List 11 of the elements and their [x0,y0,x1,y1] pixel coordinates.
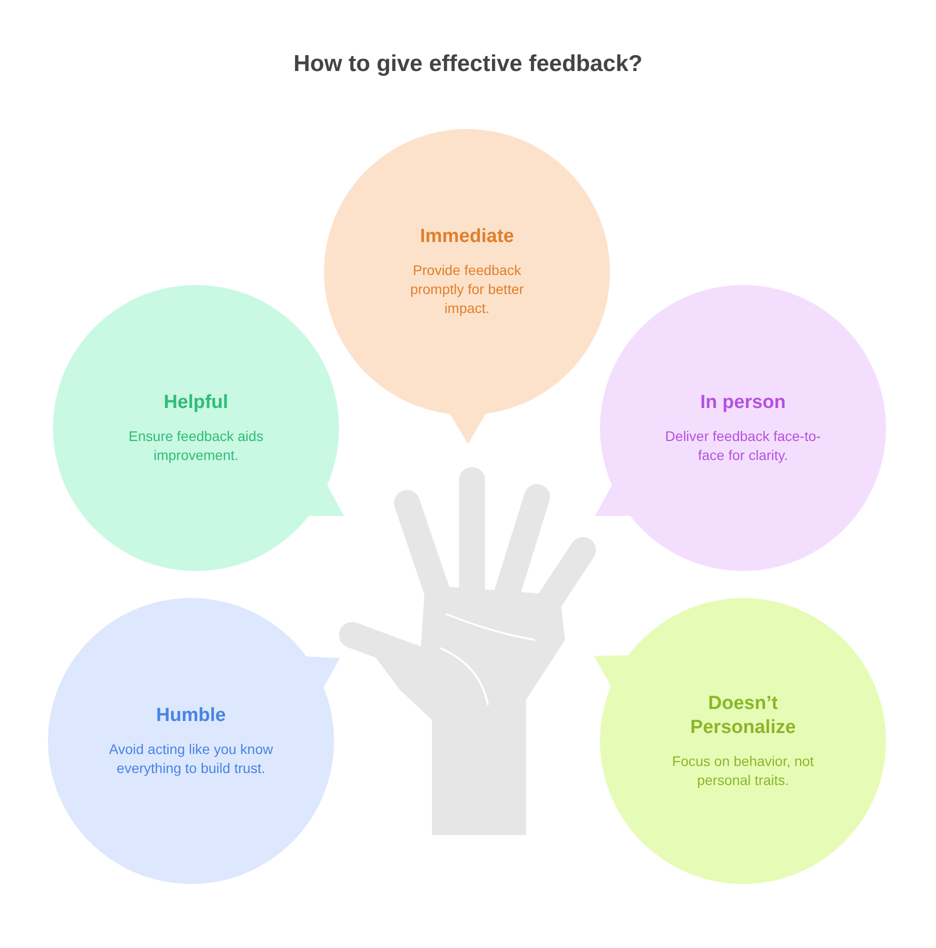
title: How to give effective feedback? [294,50,642,76]
bubble-heading: Helpful [164,390,228,415]
bubble-heading: Humble [156,704,226,728]
bubble-text: Ensure feedback aids improvement. [128,426,264,465]
bubble-text: Provide feedback promptly for better impact. [409,261,525,318]
bubble-heading: Doesn’t Personalize [689,692,797,740]
bubble-text: Deliver feedback face-to-face for clarity. [664,426,822,465]
bubble-heading: In person [700,390,786,415]
bubble-text: Avoid acting like you know everything to build trust. [108,740,274,778]
bubble-text: Focus on behavior, not personal traits. [671,752,815,790]
bubble-heading: Immediate [420,225,514,250]
